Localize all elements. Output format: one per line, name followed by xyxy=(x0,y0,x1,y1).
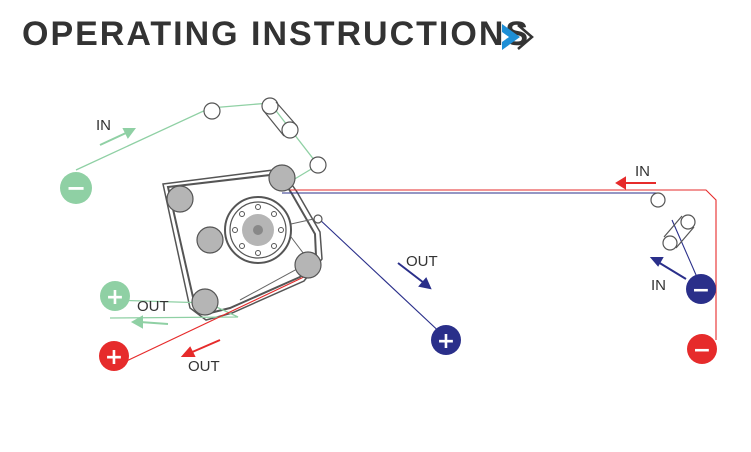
plus-sign: + xyxy=(105,345,123,370)
label-blue-out: OUT xyxy=(406,253,438,270)
guide-roller xyxy=(313,214,323,224)
direction-arrows xyxy=(99,128,687,357)
arrow-icon xyxy=(397,262,432,290)
idle-roller xyxy=(281,121,299,139)
guide-roller xyxy=(680,214,696,230)
guide-roller xyxy=(662,235,678,251)
label-red-out: OUT xyxy=(188,358,220,375)
label-green-out: OUT xyxy=(137,298,169,315)
plus-sign: + xyxy=(106,285,124,310)
minus-sign: − xyxy=(66,174,86,202)
terminal-red-in: − xyxy=(687,334,717,364)
terminal-blue-in: − xyxy=(686,274,716,304)
arrow-icon xyxy=(649,257,687,280)
terminal-red-out: + xyxy=(99,341,129,371)
arrow-icon xyxy=(180,339,221,357)
idle-roller xyxy=(261,97,279,115)
blue-film-path xyxy=(282,192,701,339)
terminal-green-out: + xyxy=(100,281,130,311)
red-film-path xyxy=(115,189,717,367)
tension-roller xyxy=(294,251,322,279)
label-red-in: IN xyxy=(635,163,650,180)
arrow-icon xyxy=(615,176,656,190)
label-blue-in: IN xyxy=(651,277,666,294)
idle-roller xyxy=(203,102,221,120)
double-chevron-right-icon xyxy=(502,24,534,50)
tension-roller xyxy=(268,164,296,192)
idle-roller xyxy=(309,156,327,174)
label-green-in: IN xyxy=(96,117,111,134)
terminal-blue-out: + xyxy=(431,325,461,355)
minus-sign: − xyxy=(693,338,711,363)
plus-sign: + xyxy=(437,329,455,354)
tension-roller xyxy=(166,185,194,213)
tension-roller xyxy=(196,226,224,254)
arrow-icon xyxy=(130,315,169,329)
winding-mandrel xyxy=(224,196,292,264)
top-idle-rollers xyxy=(203,97,327,174)
minus-sign: − xyxy=(692,278,710,303)
gray-rollers xyxy=(166,164,322,316)
arrow-icon xyxy=(99,128,136,146)
guide-roller xyxy=(650,192,666,208)
terminal-green-in: − xyxy=(60,172,92,204)
tension-roller xyxy=(191,288,219,316)
page-title: OPERATING INSTRUCTIONS xyxy=(22,15,531,53)
guide-rollers xyxy=(313,192,696,251)
